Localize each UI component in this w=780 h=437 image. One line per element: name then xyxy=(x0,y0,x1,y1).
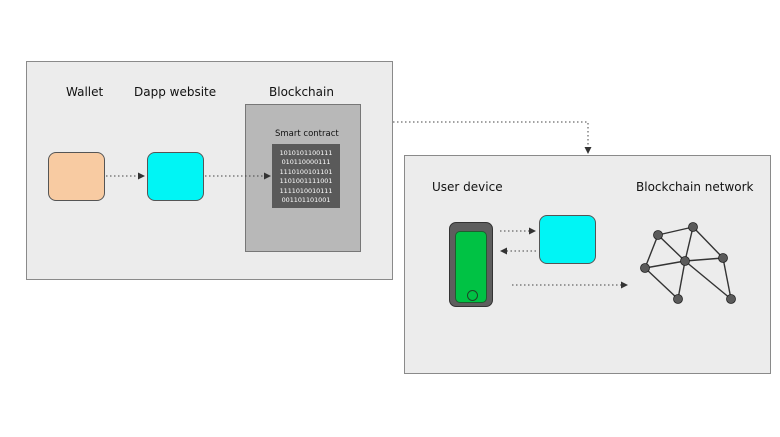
wallet-box xyxy=(48,152,105,201)
code-line: 1101001111001 xyxy=(279,177,333,186)
phone-home-button xyxy=(467,290,478,301)
code-line: 1111010010111 xyxy=(279,186,333,195)
blockchain-network-label: Blockchain network xyxy=(636,180,754,194)
dapp-website-box xyxy=(147,152,204,201)
blockchain-label: Blockchain xyxy=(269,85,334,99)
user-device-label: User device xyxy=(432,180,503,194)
phone-screen xyxy=(455,231,487,303)
code-line: 001101101001 xyxy=(281,196,331,205)
smart-contract-label: Smart contract xyxy=(275,129,339,139)
smartphone-icon xyxy=(449,222,493,307)
wallet-label: Wallet xyxy=(66,85,104,99)
code-line: 010110000111 xyxy=(281,158,331,167)
smart-contract-code: 1010101100111 010110000111 1110100101101… xyxy=(272,144,340,208)
code-line: 1010101100111 xyxy=(279,149,333,157)
user-device-box xyxy=(539,215,596,264)
code-line: 1110100101101 xyxy=(279,167,333,176)
dapp-website-label: Dapp website xyxy=(134,85,217,99)
network-graph-icon xyxy=(640,222,736,304)
panel-link-arrow xyxy=(393,121,592,154)
